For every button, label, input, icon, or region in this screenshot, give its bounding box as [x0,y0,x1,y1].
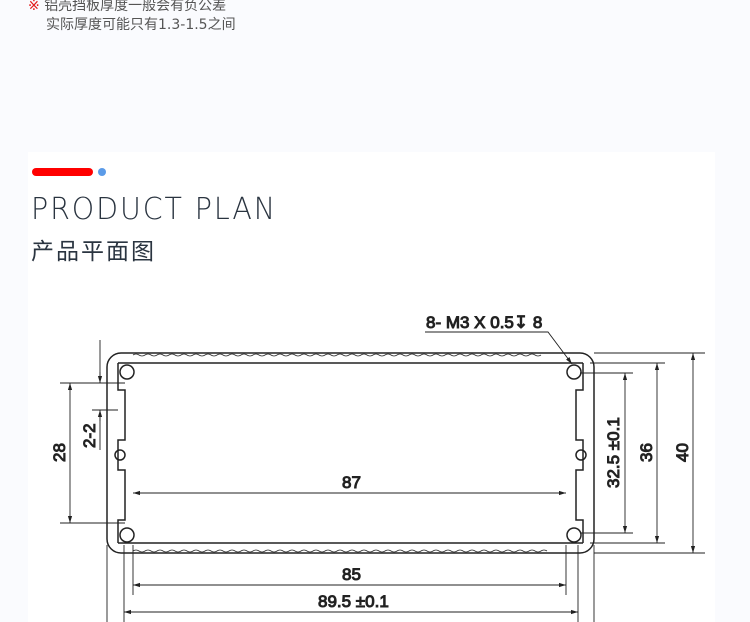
note-line-2: 实际厚度可能只有1.3-1.5之间 [46,17,236,33]
dim-87: 87 [342,473,361,492]
dim-2-2: 2-2 [80,423,99,448]
dim-85: 85 [342,565,361,584]
dim-89-5: 89.5 ±0.1 [318,592,389,611]
thickness-note: ※ 铝壳挡板厚度一般会有负公差 实际厚度可能只有1.3-1.5之间 [28,0,236,35]
dim-32-5: 32.5 ±0.1 [604,417,623,488]
dim-36: 36 [637,443,656,462]
callout-thread: 8- M3 X 0.5↧ 8 [426,313,542,332]
dimension-lines [60,331,705,622]
note-mark: ※ [28,0,40,14]
dim-40: 40 [673,443,692,462]
note-line-1: 铝壳挡板厚度一般会有负公差 [44,0,227,14]
dim-28: 28 [50,443,69,462]
section-title-cn: 产品平面图 [31,239,156,265]
profile-outline [106,352,595,554]
accent-dot [98,168,106,176]
section-title-en: PRODUCT PLAN [31,192,277,227]
accent-bar [32,168,93,176]
